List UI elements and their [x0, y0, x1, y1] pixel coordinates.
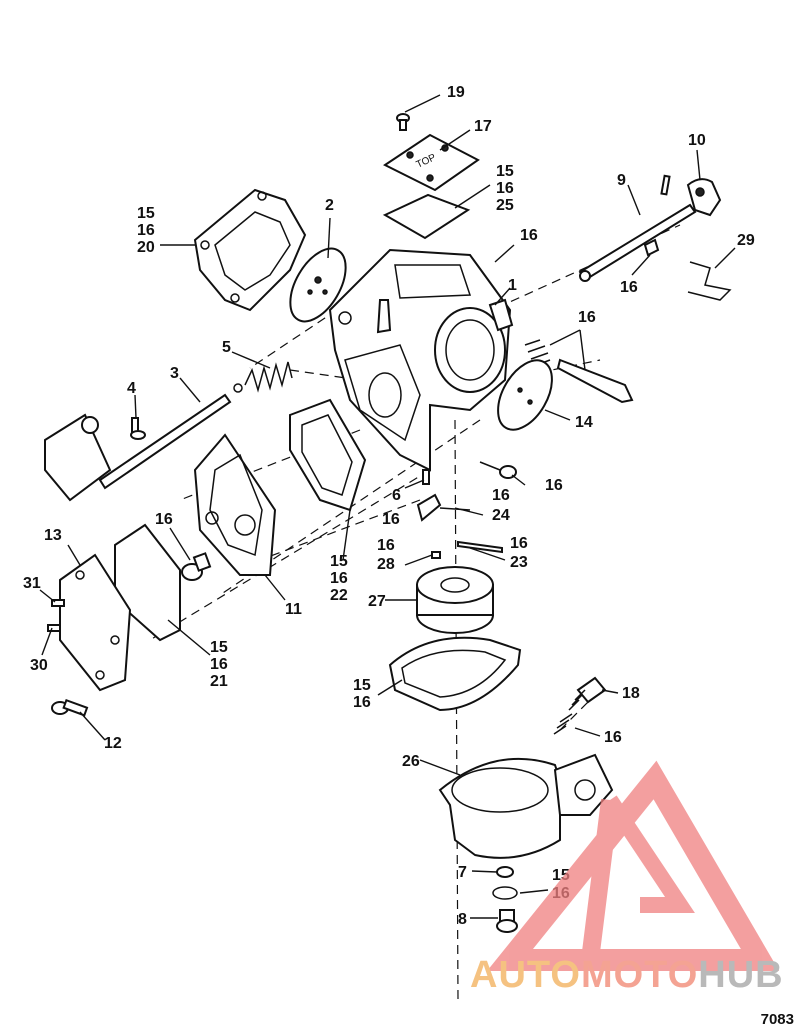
callout-15-16-22: 15 16 22 — [330, 553, 352, 604]
drawing-number: 7083 — [760, 1011, 794, 1028]
part-12-bolt — [51, 698, 89, 717]
brand-moto: MOTO — [580, 954, 699, 996]
callout-13: 13 — [44, 527, 62, 544]
callout-27: 27 — [368, 593, 386, 610]
callout-9: 9 — [617, 172, 626, 189]
callout-16c: 16 — [578, 309, 596, 326]
part-29-link — [687, 261, 732, 301]
callout-31: 31 — [23, 575, 41, 592]
part-5-spring — [233, 361, 293, 393]
callout-2: 2 — [325, 197, 334, 214]
part-1-carburetor-body — [328, 248, 514, 472]
callout-16b: 16 — [620, 279, 638, 296]
callout-15-16: 15 16 — [353, 677, 375, 711]
part-4-screw — [130, 417, 146, 440]
part-16-plunger — [181, 552, 212, 581]
callout-15-16-20: 15 16 20 — [137, 205, 159, 256]
parts-7-8 — [492, 866, 518, 933]
brand-auto: AUTO — [470, 954, 581, 996]
callout-15-16-21: 15 16 21 — [210, 639, 232, 690]
part-20-gasket — [193, 188, 307, 312]
callout-30: 30 — [30, 657, 48, 674]
callout-16-24: 16 24 — [492, 487, 514, 524]
callout-3: 3 — [170, 365, 179, 382]
callout-1: 1 — [508, 277, 517, 294]
part-27-float — [416, 566, 494, 634]
callout-18: 18 — [622, 685, 640, 702]
callout-labels: 19 17 10 9 15 16 25 15 16 20 2 16 29 16 … — [23, 84, 755, 928]
part-26-float-bowl — [438, 753, 614, 859]
callout-5: 5 — [222, 339, 231, 356]
callout-14: 14 — [575, 414, 593, 431]
callout-26: 26 — [402, 753, 420, 770]
brand-hub: HUB — [698, 954, 784, 996]
part-16-needle-spring — [524, 339, 634, 404]
part-19-screw — [396, 113, 410, 131]
callout-8: 8 — [458, 911, 467, 928]
parts-6-24-23-28 — [416, 461, 517, 559]
callout-7: 7 — [458, 864, 467, 881]
callout-12: 12 — [104, 735, 122, 752]
part-10-lever — [686, 178, 722, 217]
callout-17: 17 — [474, 118, 492, 135]
callout-15-16-25: 15 16 25 — [496, 163, 518, 214]
callout-29: 29 — [737, 232, 755, 249]
callout-16d: 16 — [545, 477, 563, 494]
callout-10: 10 — [688, 132, 706, 149]
part-13-cover — [59, 553, 132, 692]
callout-16e: 16 — [155, 511, 173, 528]
callout-16-28: 16 28 — [377, 537, 399, 573]
callout-11: 11 — [285, 601, 302, 618]
callout-16a: 16 — [520, 227, 538, 244]
callout-6-16: 6 16 — [382, 487, 405, 528]
callout-19: 19 — [447, 84, 465, 101]
part-2-disc — [289, 247, 347, 323]
leader-lines — [39, 94, 736, 919]
part-9-shaft — [578, 174, 697, 282]
part-14-disc — [497, 359, 553, 431]
callout-16f: 16 — [604, 729, 622, 746]
part-15-16-bowl-gasket — [388, 636, 522, 712]
choke-block — [44, 413, 112, 502]
part-11-fuel-pump-body — [193, 433, 277, 576]
part-25-gasket — [382, 193, 471, 240]
part-31-30-screws — [47, 599, 65, 632]
part-17-cover-plate: TOP — [383, 133, 480, 192]
automotohub-wordmark: AUTOMOTOHUB — [470, 954, 784, 997]
part-3-shaft — [98, 393, 232, 490]
callout-16-23: 16 23 — [510, 535, 532, 571]
callout-4: 4 — [127, 380, 136, 397]
